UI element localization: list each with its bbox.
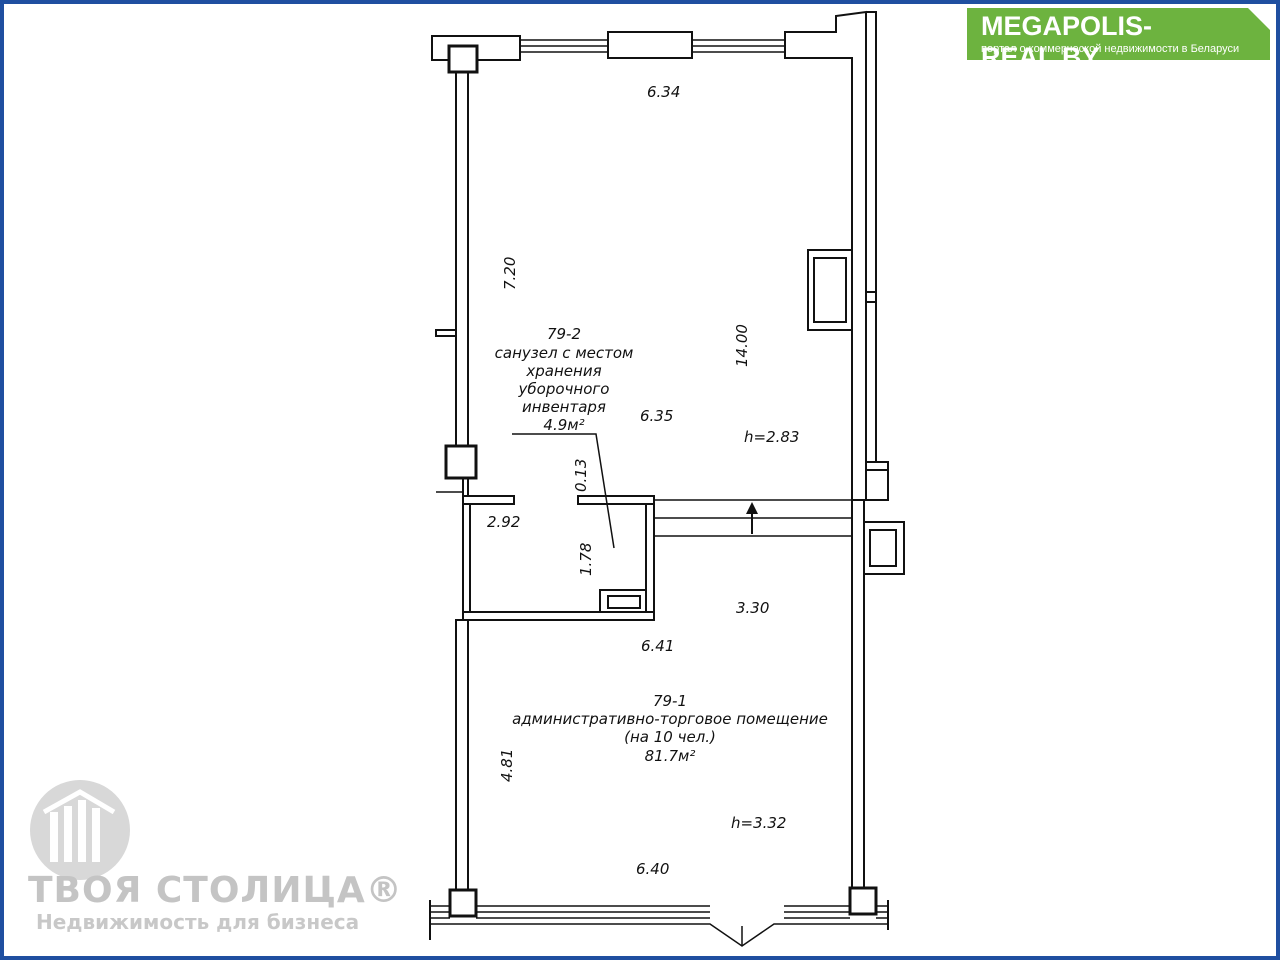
- dim-right-segment: 3.30: [736, 599, 769, 617]
- dim-wc-width: 2.92: [487, 513, 520, 531]
- column-top-left: [447, 44, 479, 74]
- badge-subtitle: портал о коммерческой недвижимости в Бел…: [981, 43, 1240, 55]
- entrance-door-swing: [430, 923, 888, 947]
- badge-corner-fold: [1248, 8, 1270, 30]
- wc-top-wall-right: [577, 495, 655, 505]
- room-2-area: 4.9м²: [543, 416, 584, 434]
- bottom-window-right: [784, 905, 888, 919]
- wc-left-wall: [462, 503, 471, 613]
- dim-total-height: 14.00: [733, 324, 751, 367]
- left-wall-lower: [455, 619, 469, 891]
- room-1-height: h=3.32: [731, 814, 786, 832]
- badge-title: MEGAPOLIS-REAL.BY: [981, 11, 1153, 72]
- room-1-area: 81.7м²: [645, 747, 696, 765]
- column-bottom-left: [448, 888, 478, 918]
- left-wall-upper: [455, 59, 469, 447]
- right-wall-notch: [865, 291, 877, 303]
- right-exterior-line: [866, 11, 877, 500]
- room-2-name-line: уборочного: [518, 380, 610, 398]
- room-2-name-line: санузел с местом: [495, 344, 634, 362]
- room-2-name-line: инвентаря: [522, 398, 606, 416]
- opening-arrowhead: [746, 502, 758, 514]
- room-2-name-line: хранения: [525, 362, 601, 380]
- dim-top-width: 6.34: [647, 83, 680, 101]
- room-1-name-line: административно-торговое помещение: [512, 710, 828, 728]
- room-2-height: h=2.83: [744, 428, 799, 446]
- right-wall-lower: [851, 499, 865, 891]
- watermark-tagline: Недвижимость для бизнеса: [36, 910, 360, 934]
- room-2-number: 79-2: [547, 325, 581, 343]
- wc-bottom-wall: [462, 611, 655, 621]
- right-wall-niche-inner: [869, 529, 897, 567]
- dim-lower-left-height: 4.81: [498, 749, 516, 782]
- dim-partition: 0.13: [572, 459, 590, 492]
- wc-top-wall-left: [462, 495, 515, 505]
- room-1-name-line: (на 10 чел.): [624, 728, 716, 746]
- left-wall-mid: [462, 478, 469, 496]
- dim-upper-left-height: 7.20: [501, 257, 519, 290]
- watermark-brand: ТВОЯ СТОЛИЦА®: [28, 870, 403, 911]
- column-mid-left: [444, 444, 478, 480]
- megapolis-badge: MEGAPOLIS-REAL.BY портал о коммерческой …: [967, 8, 1270, 72]
- right-wall-box: [865, 461, 889, 501]
- bottom-wall-ends: [429, 900, 889, 940]
- bottom-window-left: [430, 905, 710, 919]
- wc-fixture-inner: [607, 595, 641, 609]
- vent-shaft-inner: [813, 257, 847, 323]
- column-bottom-right: [848, 886, 878, 916]
- dim-bottom-width: 6.40: [636, 860, 669, 878]
- dim-mid-width: 6.35: [640, 407, 673, 425]
- wc-leader-line: [512, 433, 615, 549]
- building-logo-icon: [30, 780, 130, 880]
- room-1-number: 79-1: [653, 692, 687, 710]
- dim-wc-height: 1.78: [577, 543, 595, 576]
- wc-right-wall: [645, 503, 655, 615]
- dim-lower-top-width: 6.41: [641, 637, 674, 655]
- left-wall-bump: [435, 329, 456, 337]
- top-window-frame: [607, 31, 693, 59]
